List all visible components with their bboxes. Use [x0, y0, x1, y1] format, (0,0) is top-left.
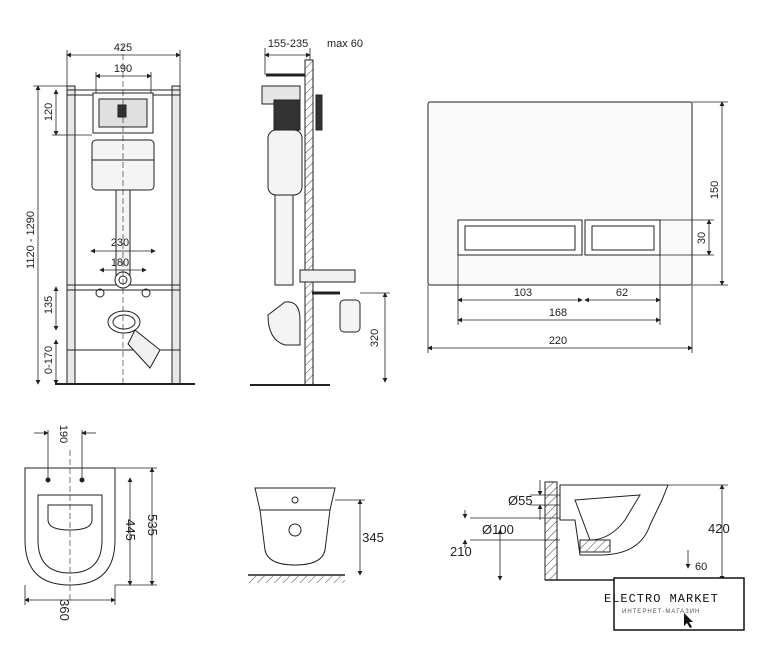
inner-length-label: 445: [123, 519, 138, 541]
brand-name: ELECTRO MARKET: [604, 592, 719, 606]
bolt-outer-label: 230: [111, 237, 129, 249]
flush-plate: [427, 101, 693, 286]
bowl-front-view: [248, 487, 345, 583]
buttons-total-label: 168: [549, 307, 567, 319]
plate-height-label: 150: [709, 181, 721, 199]
water-inlet-label: Ø55: [508, 493, 533, 508]
side-view: [250, 59, 361, 386]
frame-width-label: 425: [114, 42, 132, 54]
top-offset-label: 120: [43, 103, 55, 121]
side-view-dimensions: [264, 48, 390, 383]
front-view-dimensions: [33, 50, 181, 385]
bowl-height-label: 345: [362, 530, 384, 545]
hole-spacing-label: 190: [57, 425, 69, 443]
cursor-icon: [684, 613, 693, 628]
right-button-width-label: 62: [616, 287, 628, 299]
flush-plate-dimensions: [427, 101, 728, 353]
foot-range-label: 0-170: [43, 346, 55, 374]
bolt-inner-label: 180: [111, 257, 129, 269]
bowl-width-label: 360: [57, 599, 72, 621]
drain-height-label: 135: [43, 296, 55, 314]
rim-height-label: 420: [708, 521, 730, 536]
front-view: [55, 45, 195, 385]
bowl-side-dimensions: [462, 480, 728, 581]
left-button-width-label: 103: [514, 287, 532, 299]
bowl-front-dimensions: [335, 499, 365, 576]
bowl-top-view: [24, 450, 116, 600]
depth-range-label: 155-235: [268, 38, 308, 50]
brand-logo: ELECTRO MARKET ИНТЕРНЕТ-МАГАЗИН: [604, 577, 745, 631]
outer-length-label: 535: [145, 514, 160, 536]
max-plate-label: max 60: [327, 38, 363, 50]
cistern-width-label: 190: [114, 63, 132, 75]
height-range-label: 1120 - 1290: [25, 211, 37, 269]
bowl-side-view: [544, 481, 669, 581]
button-height-label: 30: [696, 232, 708, 244]
plate-width-label: 220: [549, 335, 567, 347]
bowl-top-dimensions: [24, 430, 157, 605]
drain-height-label-side: 210: [450, 544, 472, 559]
brand-subtitle: ИНТЕРНЕТ-МАГАЗИН: [622, 609, 700, 615]
partial-dimension-label: 60: [695, 561, 707, 573]
drain-diameter-label: Ø100: [482, 522, 514, 537]
pipe-height-label: 320: [369, 329, 381, 347]
